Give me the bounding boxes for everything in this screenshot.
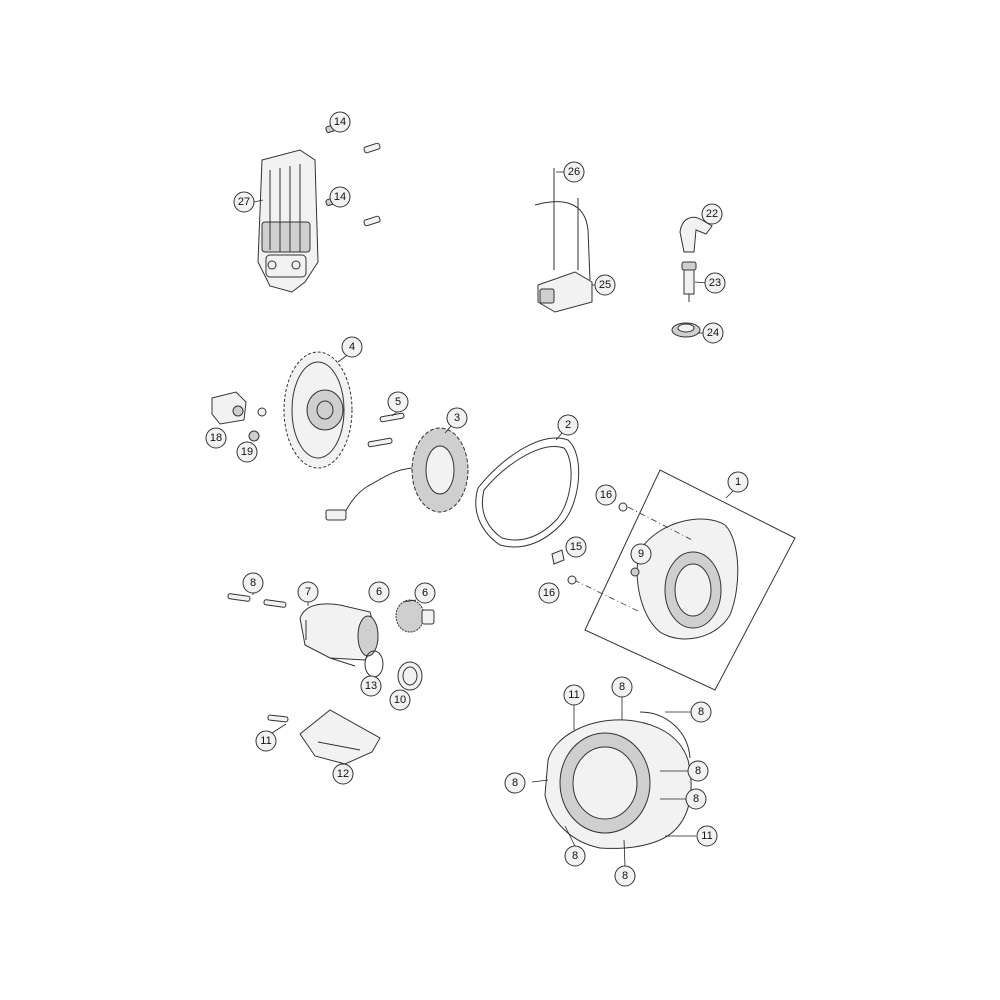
svg-text:6: 6 <box>422 587 428 599</box>
svg-text:24: 24 <box>707 327 719 339</box>
svg-text:12: 12 <box>337 768 349 780</box>
flywheel <box>283 351 353 469</box>
svg-text:27: 27 <box>238 196 250 208</box>
svg-text:8: 8 <box>698 706 704 718</box>
callout-6-a: 6 <box>368 581 390 603</box>
callout-12: 12 <box>332 763 354 785</box>
cover-inset <box>573 469 796 691</box>
svg-text:22: 22 <box>706 208 718 220</box>
callout-22: 22 <box>701 203 723 225</box>
starter-motor <box>299 603 379 667</box>
callout-24: 24 <box>702 322 724 344</box>
guard-plate <box>267 709 381 765</box>
callout-18: 18 <box>205 427 227 449</box>
svg-text:11: 11 <box>260 735 271 747</box>
callout-8-b: 8 <box>611 676 633 698</box>
callout-8-f: 8 <box>685 788 707 810</box>
svg-text:11: 11 <box>701 830 712 842</box>
callout-2: 2 <box>557 414 579 436</box>
svg-text:11: 11 <box>568 689 579 701</box>
callout-23: 23 <box>704 272 726 294</box>
callout-11-c: 11 <box>696 825 718 847</box>
svg-text:8: 8 <box>572 850 578 862</box>
svg-text:13: 13 <box>365 680 377 692</box>
callout-14-b: 14 <box>329 186 351 208</box>
svg-text:25: 25 <box>599 279 611 291</box>
callout-5: 5 <box>387 391 409 413</box>
svg-text:15: 15 <box>570 541 582 553</box>
svg-text:8: 8 <box>695 765 701 777</box>
svg-text:23: 23 <box>709 277 721 289</box>
callout-10: 10 <box>389 689 411 711</box>
cover-fasteners <box>551 502 640 585</box>
svg-text:14: 14 <box>334 116 346 128</box>
callout-3: 3 <box>446 407 468 429</box>
svg-text:1: 1 <box>735 476 741 488</box>
callout-25: 25 <box>594 274 616 296</box>
svg-text:19: 19 <box>241 446 253 458</box>
callout-19: 19 <box>236 441 258 463</box>
svg-text:26: 26 <box>568 166 580 178</box>
svg-text:8: 8 <box>619 681 625 693</box>
svg-text:14: 14 <box>334 191 346 203</box>
svg-text:8: 8 <box>693 793 699 805</box>
callout-4: 4 <box>341 336 363 358</box>
spark-plug-set <box>671 216 713 338</box>
svg-text:8: 8 <box>250 577 256 589</box>
control-unit-bracket <box>257 149 319 293</box>
sensor-and-nut <box>211 391 267 442</box>
callout-16-a: 16 <box>595 484 617 506</box>
ignition-coil <box>534 168 593 313</box>
svg-text:16: 16 <box>543 587 555 599</box>
starter-gear <box>395 599 435 633</box>
callout-26: 26 <box>563 161 585 183</box>
svg-text:2: 2 <box>565 419 571 431</box>
callout-8-a: 8 <box>242 572 264 594</box>
starter-bolts <box>227 593 287 608</box>
svg-text:4: 4 <box>349 341 355 353</box>
svg-text:8: 8 <box>622 870 628 882</box>
callout-8-h: 8 <box>614 865 636 887</box>
svg-text:18: 18 <box>210 432 222 444</box>
stator-bolts <box>367 412 405 448</box>
callout-8-c: 8 <box>690 701 712 723</box>
callout-6-b: 6 <box>414 582 436 604</box>
callout-11-a: 11 <box>255 730 277 752</box>
callout-8-g: 8 <box>564 845 586 867</box>
callout-14-a: 14 <box>329 111 351 133</box>
callout-16-b: 16 <box>538 582 560 604</box>
callout-9: 9 <box>630 543 652 565</box>
callout-7: 7 <box>297 581 319 603</box>
callout-27: 27 <box>233 191 255 213</box>
svg-text:7: 7 <box>305 586 311 598</box>
svg-text:5: 5 <box>395 396 401 408</box>
assembled-cover <box>544 711 692 849</box>
callout-1: 1 <box>727 471 749 493</box>
svg-text:8: 8 <box>512 777 518 789</box>
callout-11-b: 11 <box>563 684 585 706</box>
bolt-14-a <box>325 123 381 227</box>
svg-text:10: 10 <box>394 694 406 706</box>
stator <box>325 427 469 521</box>
svg-text:16: 16 <box>600 489 612 501</box>
svg-text:6: 6 <box>376 586 382 598</box>
gasket <box>475 437 580 548</box>
svg-text:3: 3 <box>454 412 460 424</box>
callouts: 14 14 27 26 25 22 23 24 4 5 3 2 18 19 1 … <box>205 111 749 887</box>
svg-text:9: 9 <box>638 548 644 560</box>
callout-13: 13 <box>360 675 382 697</box>
callout-8-d: 8 <box>687 760 709 782</box>
callout-8-e: 8 <box>504 772 526 794</box>
callout-15: 15 <box>565 536 587 558</box>
